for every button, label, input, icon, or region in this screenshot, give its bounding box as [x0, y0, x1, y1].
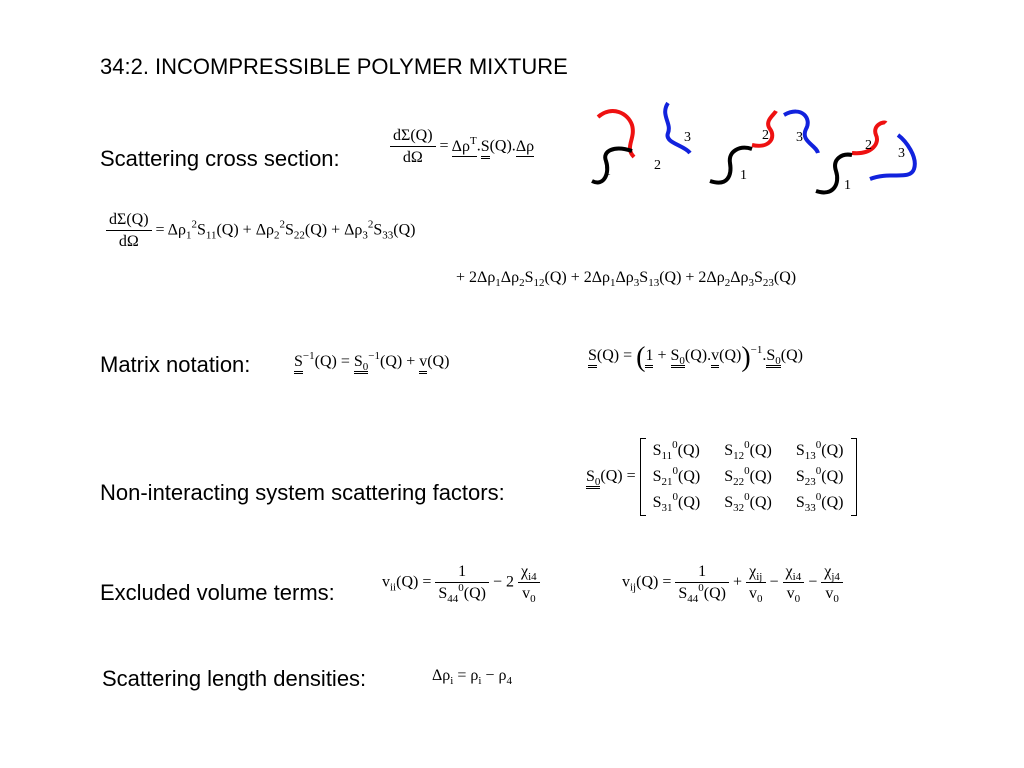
- chain-label-1-a: 1: [604, 164, 611, 179]
- chain-label-1-c: 1: [844, 178, 851, 193]
- chain-red-3: [851, 120, 888, 156]
- chain-black-1: [591, 146, 633, 185]
- equation-contrast: Δρi = ρi − ρ4: [432, 667, 512, 687]
- equation-cross-section-matrix: dΣ(Q)dΩ = ΔρT.S(Q).Δρ: [390, 128, 535, 166]
- chain-blue-1: [663, 101, 692, 155]
- chain-red-2: [751, 109, 778, 148]
- page-title: 34:2. INCOMPRESSIBLE POLYMER MIXTURE: [100, 54, 568, 79]
- s0-matrix-bracket: S110(Q) S120(Q) S130(Q) S210(Q) S220(Q) …: [639, 438, 857, 516]
- chain-label-2-b: 2: [762, 128, 769, 143]
- s0-matrix: S110(Q) S120(Q) S130(Q) S210(Q) S220(Q) …: [639, 438, 857, 516]
- equation-rpa-inverse: S−1(Q) = S0−1(Q) + v(Q): [294, 350, 450, 374]
- chain-blue-2: [783, 109, 820, 154]
- equation-rpa-solution: S(Q) = (1 + S0(Q).v(Q))−1.S0(Q): [588, 342, 804, 373]
- equation-cross-section-cross-terms: + 2Δρ1Δρ2S12(Q) + 2Δρ1Δρ3S13(Q) + 2Δρ2Δρ…: [456, 269, 797, 289]
- chain-label-3-c: 3: [898, 146, 905, 161]
- equation-s0-matrix: S0(Q) = S110(Q) S120(Q) S130(Q) S210(Q) …: [586, 438, 857, 516]
- label-scattering-length-densities: Scattering length densities:: [102, 666, 367, 691]
- chain-black-3: [815, 152, 853, 195]
- label-scattering-cross-section: Scattering cross section:: [100, 146, 340, 171]
- label-matrix-notation: Matrix notation:: [100, 352, 251, 377]
- equation-cross-section-expanded: dΣ(Q)dΩ = Δρ12S11(Q) + Δρ22S22(Q) + Δρ32…: [106, 212, 416, 250]
- chain-black-2: [709, 145, 753, 185]
- chain-label-3-a: 3: [684, 130, 691, 145]
- chain-label-3-b: 3: [796, 130, 803, 145]
- chain-label-2-c: 2: [865, 138, 872, 153]
- label-non-interacting: Non-interacting system scattering factor…: [100, 480, 505, 505]
- chain-blue-3: [869, 133, 917, 181]
- chain-label-1-b: 1: [740, 168, 747, 183]
- label-excluded-volume: Excluded volume terms:: [100, 580, 335, 605]
- polymer-chains-diagram: 3 1 2 2 3 1 2 3 1: [591, 101, 917, 195]
- chain-label-2-a: 2: [654, 158, 661, 173]
